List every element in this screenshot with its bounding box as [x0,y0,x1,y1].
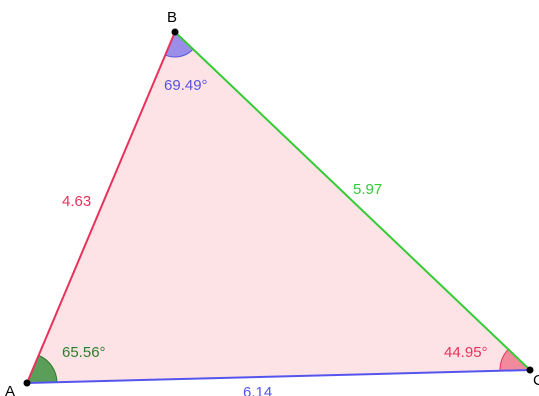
side-bc-length: 5.97 [353,181,382,198]
side-ab [26,31,176,384]
side-bc [174,31,531,371]
vertex-a-point[interactable] [23,379,31,387]
vertex-b-point[interactable] [171,28,179,36]
vertex-b-label: B [167,9,177,26]
vertex-c-label: C [533,372,539,389]
side-ac [26,369,531,384]
vertex-a-label: A [5,383,15,396]
side-ab-length: 4.63 [62,193,91,210]
triangle-fill [27,32,530,383]
vertex-c-point[interactable] [526,366,534,374]
side-ac-length: 6.14 [243,384,272,396]
angle-c-value: 44.95° [444,344,488,361]
angle-a-value: 65.56° [62,344,106,361]
angle-b-value: 69.49° [164,77,208,94]
